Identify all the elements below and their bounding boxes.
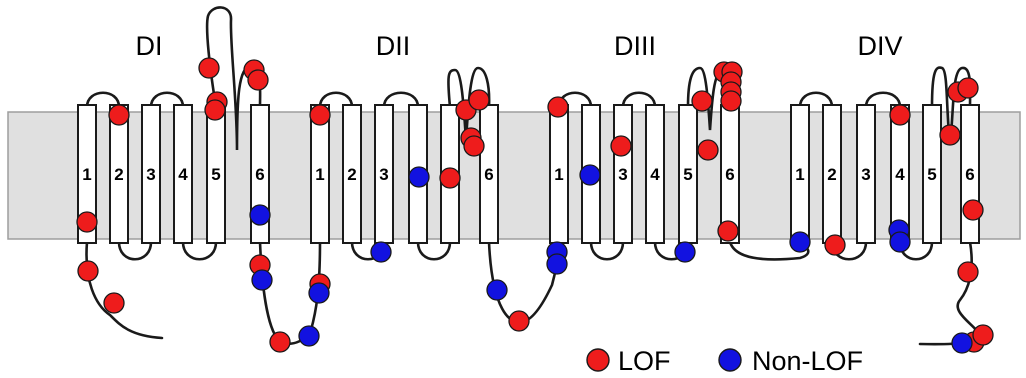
- helix-d4-s5: [922, 104, 942, 244]
- helix-label-d2-s2: 2: [347, 165, 356, 184]
- lof-marker: [691, 90, 713, 112]
- helix-label-d3-s6: 6: [725, 165, 734, 184]
- helix-d4-s3: [856, 104, 876, 244]
- lof-marker: [77, 260, 99, 282]
- lof-marker: [957, 77, 979, 99]
- legend: LOF Non-LOF: [586, 346, 863, 376]
- lof-marker: [962, 199, 984, 221]
- helix-label-d1-s2: 2: [114, 165, 123, 184]
- lof-marker: [198, 57, 220, 79]
- helix-label-d3-s1: 1: [554, 165, 563, 184]
- helix-label-d4-s6: 6: [965, 165, 974, 184]
- lof-marker: [204, 99, 226, 121]
- helix-label-d2-s3: 3: [379, 165, 388, 184]
- lof-marker: [309, 104, 331, 126]
- domain-label-d3: DIII: [614, 31, 656, 61]
- non-lof-marker: [298, 325, 320, 347]
- helix-label-d2-s6: 6: [484, 165, 493, 184]
- non-lof-marker: [251, 269, 273, 291]
- domain-label-d2: DII: [376, 31, 411, 61]
- non-lof-marker: [486, 279, 508, 301]
- lof-marker: [547, 96, 569, 118]
- helix-label-d1-s3: 3: [146, 165, 155, 184]
- non-lof-marker: [789, 231, 811, 253]
- helix-label-d4-s3: 3: [861, 165, 870, 184]
- helix-label-d3-s5: 5: [683, 165, 692, 184]
- helix-label-d1-s6: 6: [255, 165, 264, 184]
- lof-marker: [269, 331, 291, 353]
- lof-marker: [972, 324, 994, 346]
- lof-marker: [247, 69, 269, 91]
- helix-label-d4-s1: 1: [795, 165, 804, 184]
- helix-d1-s4: [173, 104, 193, 244]
- lof-marker: [103, 292, 125, 314]
- non-lof-marker: [408, 166, 430, 188]
- mutation-marker-layer: [76, 57, 994, 354]
- lof-marker: [889, 104, 911, 126]
- legend-label-lof: LOF: [618, 346, 671, 376]
- non-lof-marker: [249, 204, 271, 226]
- helix-label-d1-s4: 4: [178, 165, 188, 184]
- domain-label-d1: DI: [136, 31, 163, 61]
- non-lof-marker: [889, 231, 911, 253]
- lof-marker: [468, 89, 490, 111]
- lof-marker: [697, 139, 719, 161]
- helix-label-d4-s4: 4: [895, 165, 905, 184]
- helix-d1-s1: [77, 104, 97, 244]
- lof-marker: [439, 167, 461, 189]
- helix-d1-s3: [141, 104, 161, 244]
- non-lof-marker: [308, 282, 330, 304]
- helix-label-d3-s3: 3: [618, 165, 627, 184]
- lof-marker: [720, 90, 742, 112]
- legend-swatch-non-lof: [718, 348, 742, 372]
- helix-label-d3-s4: 4: [650, 165, 660, 184]
- helix-d3-s4: [645, 104, 665, 244]
- non-lof-marker: [951, 332, 973, 354]
- lof-marker: [108, 104, 130, 126]
- lof-marker: [824, 234, 846, 256]
- helix-label-d1-s5: 5: [211, 165, 220, 184]
- lof-marker: [717, 220, 739, 242]
- legend-swatch-lof: [586, 348, 610, 372]
- lof-marker: [76, 211, 98, 233]
- lof-marker: [610, 135, 632, 157]
- legend-label-non-lof: Non-LOF: [752, 346, 863, 376]
- domain-label-layer: DI DII DIII DIV: [136, 31, 903, 61]
- non-lof-marker: [674, 241, 696, 263]
- lof-marker: [508, 310, 530, 332]
- non-lof-marker: [546, 253, 568, 275]
- non-lof-marker: [579, 164, 601, 186]
- domain-label-d4: DIV: [857, 31, 902, 61]
- helix-label-d1-s1: 1: [82, 165, 91, 184]
- non-lof-marker: [370, 241, 392, 263]
- lof-marker: [957, 261, 979, 283]
- helix-label-d4-s5: 5: [927, 165, 936, 184]
- helix-d2-s2: [342, 104, 362, 244]
- helix-d2-s6: [479, 104, 499, 244]
- lof-marker: [939, 124, 961, 146]
- helix-label-d4-s2: 2: [827, 165, 836, 184]
- helix-label-d2-s1: 1: [315, 165, 324, 184]
- lof-marker: [463, 135, 485, 157]
